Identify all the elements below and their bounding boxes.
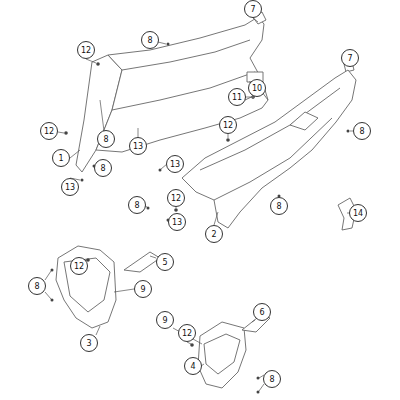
callout-number: 5 (162, 258, 167, 267)
callout-circle: 13 (168, 213, 186, 231)
callout-circle: 8 (28, 277, 46, 295)
callout-circle: 7 (341, 49, 359, 67)
panel-edge (122, 40, 250, 70)
callout-circle: 12 (70, 257, 88, 275)
callout-circle: 8 (263, 370, 281, 388)
callout-circle: 12 (219, 116, 237, 134)
callout-circle: 9 (156, 311, 174, 329)
callout-number: 7 (250, 5, 255, 14)
scoop-cover (198, 322, 246, 388)
callout-number: 11 (232, 93, 242, 102)
callout-number: 10 (252, 84, 262, 93)
insert-panel (124, 252, 160, 272)
leader-lines (45, 18, 353, 391)
callout-circle: 12 (178, 324, 196, 342)
callout-number: 8 (103, 135, 108, 144)
callout-number: 13 (133, 142, 143, 151)
callout-circle: 12 (77, 41, 95, 59)
side-panel-upper (96, 17, 268, 152)
callout-number: 8 (269, 375, 274, 384)
scoop-cover (56, 246, 116, 328)
callout-number: 12 (171, 194, 181, 203)
callout-circle: 13 (129, 137, 147, 155)
side-panel-lower (182, 70, 356, 228)
callout-number: 14 (353, 209, 363, 218)
callout-circle: 8 (353, 122, 371, 140)
callout-number: 8 (100, 164, 105, 173)
callout-circle: 10 (248, 79, 266, 97)
callout-number: 6 (259, 308, 264, 317)
callout-number: 8 (276, 202, 281, 211)
callout-number: 8 (147, 36, 152, 45)
callout-circle: 12 (167, 189, 185, 207)
callout-circle: 8 (97, 130, 115, 148)
callout-number: 12 (81, 46, 91, 55)
callout-number: 9 (140, 285, 145, 294)
callout-circle: 13 (61, 178, 79, 196)
callout-number: 12 (223, 121, 233, 130)
callout-number: 8 (359, 127, 364, 136)
callout-number: 8 (34, 282, 39, 291)
callout-circle: 6 (253, 303, 271, 321)
callout-circle: 2 (205, 225, 223, 243)
callout-circle: 5 (156, 253, 174, 271)
callout-circle: 11 (228, 88, 246, 106)
callout-circle: 1 (52, 149, 70, 167)
callout-number: 13 (65, 183, 75, 192)
callout-circle: 14 (349, 204, 367, 222)
callout-circle: 4 (184, 357, 202, 375)
callout-number: 9 (162, 316, 167, 325)
callout-number: 12 (74, 262, 84, 271)
callout-number: 12 (44, 127, 54, 136)
callout-circle: 8 (141, 31, 159, 49)
fasteners (51, 43, 350, 394)
callout-number: 1 (58, 154, 63, 163)
callout-number: 3 (86, 339, 91, 348)
callout-circle: 3 (80, 334, 98, 352)
callout-number: 13 (172, 218, 182, 227)
callout-circle: 8 (270, 197, 288, 215)
callout-number: 2 (211, 230, 216, 239)
callout-circle: 12 (40, 122, 58, 140)
callout-number: 7 (347, 54, 352, 63)
callout-circle: 8 (128, 196, 146, 214)
callout-circle: 9 (134, 280, 152, 298)
callout-number: 12 (182, 329, 192, 338)
callout-number: 13 (170, 160, 180, 169)
callout-number: 4 (190, 362, 195, 371)
callout-circle: 7 (244, 0, 262, 18)
callout-circle: 8 (94, 159, 112, 177)
callout-circle: 13 (166, 155, 184, 173)
panel-edge (112, 72, 255, 110)
callout-number: 8 (134, 201, 139, 210)
